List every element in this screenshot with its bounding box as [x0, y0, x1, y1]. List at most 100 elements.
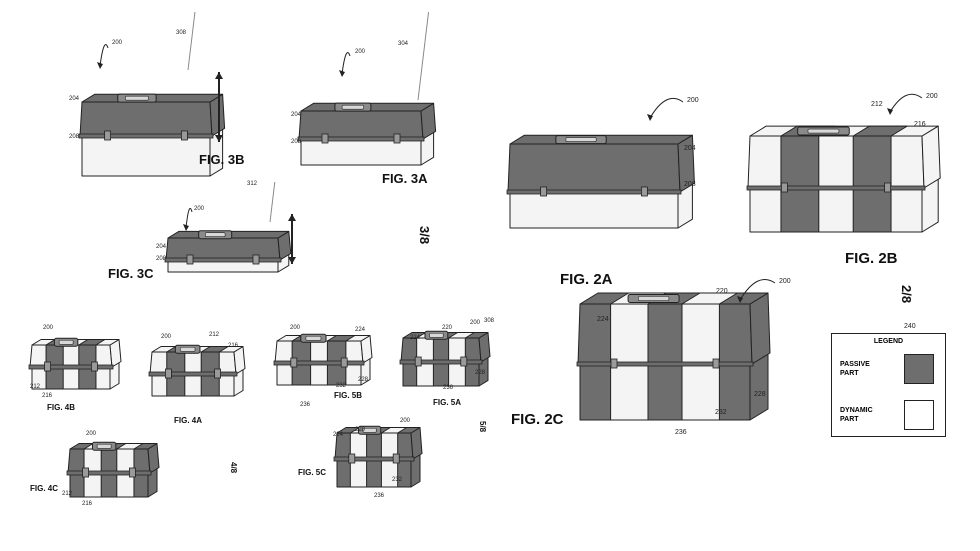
fig3b-handle-grip — [125, 95, 149, 101]
fig3a-200-arrowhead — [339, 70, 345, 77]
ref-200: 200 — [926, 93, 938, 100]
fig2a-rim — [506, 189, 682, 195]
fig4c-band-top-1 — [116, 443, 144, 450]
fig-5c-label: FIG. 5C — [298, 468, 327, 477]
legend-title: LEGEND — [873, 338, 904, 345]
fig5b-latch-1 — [340, 357, 348, 368]
ref-200: 200 — [161, 334, 172, 340]
legend-dynamic-swatch — [904, 400, 934, 430]
ref-224: 224 — [333, 432, 344, 438]
fig2b-latch-0 — [781, 182, 788, 193]
fig3a-body-front — [300, 138, 422, 166]
fig2a-200-arrowhead — [647, 114, 653, 121]
fig4a-latch-1 — [214, 368, 222, 379]
fig3c-200-leader — [185, 208, 193, 229]
ref-216: 216 — [82, 501, 93, 507]
fig2c-latch-1 — [712, 358, 720, 369]
legend-dynamic-label: DYNAMIC PART — [840, 407, 873, 423]
fig4b-latch-1 — [91, 361, 98, 372]
fig2c-handle-grip — [637, 296, 670, 301]
fig3a-lid-front — [298, 110, 424, 140]
ref-228: 228 — [754, 391, 766, 398]
fig5c-rim — [333, 456, 415, 462]
ref-228: 228 — [358, 377, 369, 383]
fig2c-latch-0 — [610, 358, 618, 369]
ref-204: 204 — [684, 145, 696, 152]
legend-row-dynamic: DYNAMIC PART — [840, 400, 940, 430]
fig3c-rim — [164, 257, 282, 263]
fig4c-latch-1 — [128, 467, 136, 478]
fig5b-lid-front — [274, 340, 364, 364]
ref-224: 224 — [410, 335, 421, 341]
sheet-number-3: 3/8 — [417, 226, 432, 245]
fig5b-band-top-1 — [326, 335, 356, 342]
ref-200: 200 — [355, 49, 366, 55]
fig4b-rim — [28, 364, 114, 370]
legend-row-passive: PASSIVE PART — [840, 354, 940, 384]
sheet-number-2: 2/8 — [899, 285, 914, 304]
fig3c-arrow-head-top — [288, 214, 296, 221]
fig5a-band-top-1 — [448, 332, 475, 339]
fig-4b-label: FIG. 4B — [47, 403, 76, 412]
ref-212: 212 — [62, 491, 73, 497]
ref-224: 224 — [355, 327, 366, 333]
fig-2c-label: FIG. 2C — [511, 411, 564, 428]
fig-5a-label: FIG. 5A — [433, 398, 462, 407]
ref-232: 232 — [336, 383, 347, 389]
fig3b-latch-0 — [104, 130, 111, 141]
fig-4c-label: FIG. 4C — [30, 484, 59, 493]
fig4b-latch-0 — [44, 361, 51, 372]
fig3c-latch-0 — [186, 254, 194, 265]
fig3c-handle-grip — [205, 232, 226, 237]
ref-220: 220 — [442, 325, 453, 331]
fig5a-latch-1 — [460, 356, 468, 367]
fig-5b-label: FIG. 5B — [334, 391, 363, 400]
fig3c-arrow-head-bottom — [288, 257, 296, 264]
fig3b-arrow-head-top — [215, 72, 223, 79]
fig4b-band-top-1 — [78, 339, 106, 346]
ref-208: 208 — [291, 139, 302, 145]
fig2b-lid-side — [921, 125, 941, 189]
fig2a-handle-grip — [565, 137, 597, 142]
ref-212: 212 — [871, 101, 883, 108]
fig5a-lid-front — [400, 337, 482, 363]
ref-200: 200 — [112, 40, 123, 46]
ref-200: 200 — [779, 278, 791, 285]
ref-308: 308 — [176, 30, 187, 36]
fig-2b-label: FIG. 2B — [845, 250, 898, 267]
ref-212: 212 — [209, 332, 220, 338]
fig5a-latch-0 — [414, 356, 422, 367]
fig5a-body-front — [402, 361, 480, 387]
ref-200: 200 — [470, 320, 481, 326]
ref-232: 232 — [392, 477, 403, 483]
ref-224: 224 — [597, 316, 609, 323]
ref-240: 240 — [904, 323, 916, 330]
ref-200: 200 — [194, 206, 205, 212]
fig-3c-label: FIG. 3C — [108, 266, 154, 281]
fig2b-band-top-1 — [852, 125, 908, 137]
fig3b-latch-1 — [180, 130, 188, 141]
fig4c-body-front — [69, 472, 149, 498]
ref-312: 312 — [247, 181, 258, 187]
fig4b-handle-grip — [58, 339, 74, 345]
fig3a-200-leader — [341, 52, 351, 75]
ref-236: 236 — [300, 402, 311, 408]
ref-200: 200 — [687, 97, 699, 104]
fig4c-handle-grip — [96, 443, 112, 449]
sheet-number-4: 4/8 — [229, 462, 238, 474]
fig2a-200-leader — [649, 98, 684, 119]
fig2c-lid-side — [749, 292, 771, 365]
fig4a-rim — [148, 371, 238, 377]
fig-3a-label: FIG. 3A — [382, 171, 428, 186]
ref-200: 200 — [290, 325, 301, 331]
fig5c-latch-1 — [392, 453, 400, 464]
ref-212: 212 — [30, 384, 41, 390]
ref-304: 304 — [398, 41, 409, 47]
fig4a-handle-grip — [179, 346, 196, 352]
legend-passive-swatch — [904, 354, 934, 384]
fig3b-rim — [78, 133, 214, 139]
fig5b-latch-0 — [290, 357, 298, 368]
fig2c-rim — [576, 361, 754, 367]
